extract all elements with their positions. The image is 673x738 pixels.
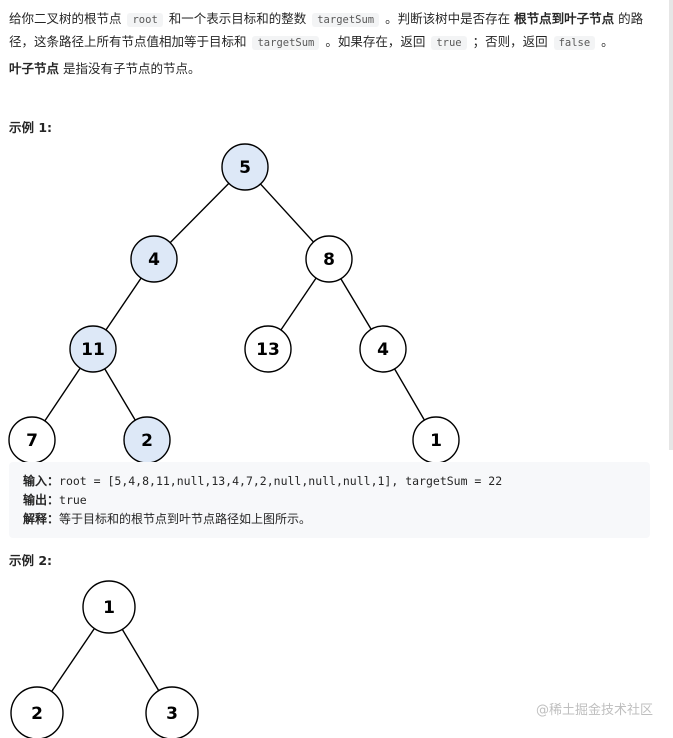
code-targetsum: targetSum xyxy=(252,36,320,50)
tree-node: 3 xyxy=(145,686,199,738)
output-value: true xyxy=(59,493,87,507)
tree-node-label: 7 xyxy=(26,431,38,451)
output-label: 输出： xyxy=(23,493,60,507)
tree-node-label: 2 xyxy=(31,704,43,724)
intro-text: 。 xyxy=(597,34,614,49)
tree-node: 4 xyxy=(130,235,178,283)
tree-node: 8 xyxy=(305,235,353,283)
code-targetsum: targetSum xyxy=(312,13,380,27)
intro-text: 。判断该树中是否存在 xyxy=(381,11,515,26)
tree-node-label: 1 xyxy=(430,431,442,451)
input-row: 输入：root = [5,4,8,11,null,13,4,7,2,null,n… xyxy=(23,472,636,491)
tree-node-label: 3 xyxy=(166,704,178,724)
bold-root-to-leaf: 根节点到叶子节点 xyxy=(514,11,615,26)
tree-node: 1 xyxy=(82,580,136,634)
tree-node-label: 2 xyxy=(141,431,153,451)
tree-node: 2 xyxy=(10,686,64,738)
leaf-definition: 叶子节点 是指没有子节点的节点。 xyxy=(9,58,659,80)
example-2-title: 示例 2: xyxy=(9,553,53,568)
bold-leaf-node: 叶子节点 xyxy=(9,61,60,76)
code-false: false xyxy=(553,36,596,50)
example-1-tree-diagram: 5 4 8 11 13 4 7 2 1 xyxy=(8,143,460,464)
output-row: 输出：true xyxy=(23,491,636,510)
code-root: root xyxy=(127,13,163,27)
input-value: root = [5,4,8,11,null,13,4,7,2,null,null… xyxy=(59,474,503,488)
input-label: 输入： xyxy=(23,474,60,488)
tree-node: 1 xyxy=(412,416,460,464)
tree-node-label: 11 xyxy=(81,340,105,360)
intro-text: 和一个表示目标和的整数 xyxy=(164,11,311,26)
tree-node-label: 8 xyxy=(323,250,335,270)
tree-node: 13 xyxy=(244,325,292,373)
tree-node-label: 4 xyxy=(148,250,160,270)
explanation-label: 解释： xyxy=(23,512,60,526)
tree-node: 5 xyxy=(221,143,269,191)
leaf-definition-text: 是指没有子节点的节点。 xyxy=(59,61,201,76)
tree-node: 11 xyxy=(69,325,117,373)
intro-text: 给你二叉树的根节点 xyxy=(9,11,126,26)
tree-node: 4 xyxy=(359,325,407,373)
tree-node-label: 4 xyxy=(377,340,389,360)
problem-description: 给你二叉树的根节点 root 和一个表示目标和的整数 targetSum 。判断… xyxy=(9,8,659,54)
watermark: @稀土掘金技术社区 xyxy=(535,703,653,718)
intro-text: ；否则，返回 xyxy=(468,34,552,49)
tree-node: 2 xyxy=(123,416,171,464)
tree-node-label: 1 xyxy=(103,598,115,618)
intro-text: 。如果存在，返回 xyxy=(321,34,430,49)
explanation-value: 等于目标和的根节点到叶节点路径如上图所示。 xyxy=(59,512,312,526)
explanation-row: 解释：等于目标和的根节点到叶节点路径如上图所示。 xyxy=(23,510,636,529)
tree-node-label: 5 xyxy=(239,158,251,178)
example-2-tree-diagram: 1 2 3 xyxy=(10,580,199,738)
example-1-title: 示例 1: xyxy=(9,120,53,135)
example-1-io-box: 输入：root = [5,4,8,11,null,13,4,7,2,null,n… xyxy=(9,462,650,538)
code-true: true xyxy=(431,36,467,50)
intro-text: 的路径，这条路径上所有节点值相加等于目标和 xyxy=(9,11,644,49)
tree-node-label: 13 xyxy=(256,340,280,360)
scrollbar[interactable] xyxy=(669,0,673,450)
tree-edges xyxy=(31,166,437,441)
tree-node: 7 xyxy=(8,416,56,464)
